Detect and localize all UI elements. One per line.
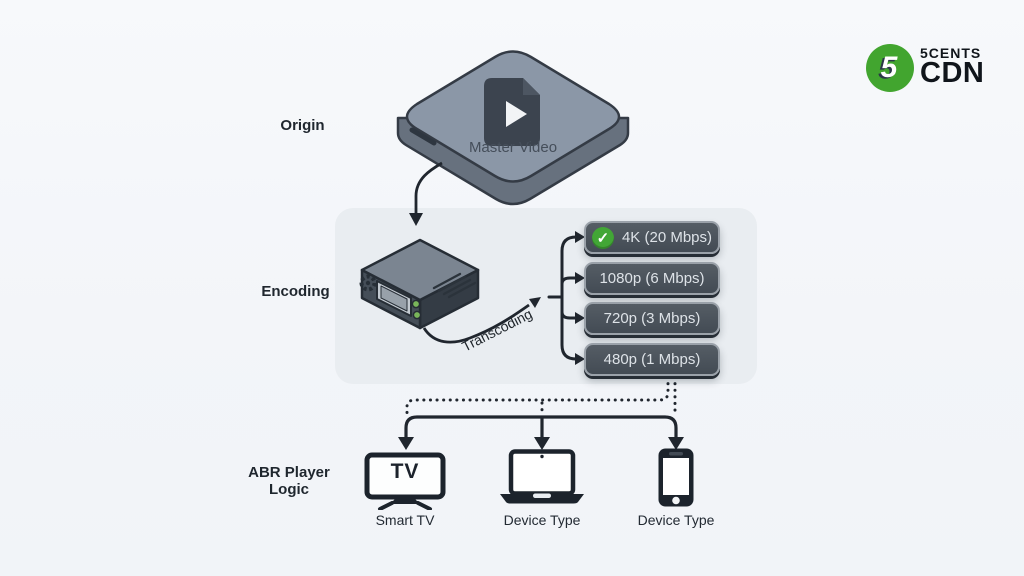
rendition-label: 480p (1 Mbps) (603, 351, 701, 368)
tv-icon (364, 452, 446, 510)
smartphone-icon (658, 448, 694, 507)
laptop-device (497, 449, 587, 506)
encoder-hardware-icon (359, 238, 480, 330)
encoding-stage-label: Encoding (261, 283, 330, 300)
transcoding-arrow (422, 297, 541, 344)
check-icon: ✓ (591, 226, 614, 249)
rendition-4k: ✓ 4K (20 Mbps) (584, 221, 720, 254)
brand-name-top: 5CENTS (920, 45, 982, 61)
rendition-720p: 720p (3 Mbps) (584, 302, 720, 335)
rendition-1080p: 1080p (6 Mbps) (584, 262, 720, 295)
delivery-dotted-line (405, 375, 677, 415)
abr-stage-label: ABR Player Logic (239, 464, 339, 498)
down-arrowhead (398, 437, 414, 450)
laptop-icon (500, 449, 584, 504)
encoder-led-button (411, 299, 421, 309)
play-triangle-icon (506, 101, 527, 127)
encoder-led-button (412, 310, 422, 320)
brand-logo: 5 5CENTS CDN (866, 44, 984, 92)
device-caption-laptop: Device Type (503, 512, 581, 528)
origin-stage-label: Origin (280, 117, 325, 134)
brand-name-bottom: CDN (920, 57, 985, 89)
platform-caption: Master Video (468, 139, 558, 156)
abr-stage-label-line2: Logic (269, 481, 309, 498)
brand-logo-mark: 5 (866, 44, 914, 92)
origin-to-encoder-arrow (409, 161, 443, 226)
rendition-label: 4K (20 Mbps) (621, 229, 713, 246)
phone-device (657, 447, 695, 509)
abr-stage-label-line1: ABR Player (248, 464, 330, 481)
gear-icon (359, 274, 377, 292)
smart-tv-device: TV (364, 452, 446, 510)
down-arrowhead (668, 437, 684, 450)
rendition-label: 1080p (6 Mbps) (599, 270, 705, 287)
logo-numeral: 5 (880, 51, 898, 84)
tv-screen-text: TV (390, 460, 420, 483)
video-file-icon (484, 78, 540, 146)
rendition-480p: 480p (1 Mbps) (584, 343, 720, 376)
down-arrowhead (534, 437, 550, 450)
device-caption-phone: Device Type (637, 512, 715, 528)
rendition-label: 720p (3 Mbps) (603, 310, 701, 327)
device-caption-smart-tv: Smart TV (375, 512, 435, 528)
delivery-solid-line (398, 415, 684, 450)
disc-slot (409, 127, 437, 146)
vent-lines (432, 272, 477, 299)
origin-platform-icon (396, 50, 630, 206)
rendition-branch-connector (547, 231, 585, 365)
